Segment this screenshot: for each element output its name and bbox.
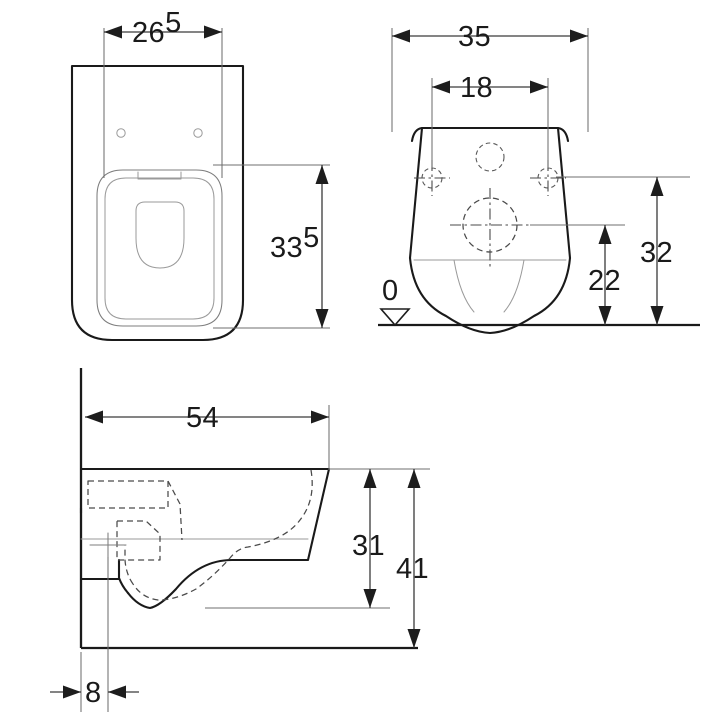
- front-bowl-underside-right: [503, 259, 525, 313]
- plan-width-dim-text: 265: [132, 7, 182, 49]
- front-top-right-corner: [556, 126, 570, 143]
- plan-width-arrow-right: [204, 25, 222, 39]
- side-total-arrow-top: [407, 469, 421, 488]
- plan-height-arrow-bottom: [315, 309, 329, 328]
- front-width-dim-text: 35: [458, 21, 491, 53]
- front-body-outline: [408, 126, 572, 335]
- front-bolt-arrow-left: [432, 80, 450, 94]
- plan-fixing-hole-right: [193, 128, 203, 138]
- side-total-arrow-bottom: [407, 629, 421, 648]
- side-depth-arrow-left: [85, 410, 103, 424]
- front-outlet-arrow-top: [598, 225, 612, 244]
- datum-triangle-icon: [379, 308, 411, 327]
- front-width-arrow-right: [570, 29, 588, 43]
- side-offset-arrow-right: [108, 685, 126, 699]
- front-outlet-dim-text: 22: [588, 265, 621, 297]
- front-total-arrow-top: [650, 177, 664, 196]
- plan-fixing-hole-left: [116, 128, 126, 138]
- side-total-dim-text: 41: [396, 553, 429, 585]
- side-depth-dim-text: 54: [186, 402, 219, 434]
- front-small-port-circle: [475, 142, 505, 172]
- side-bowl-arrow-bottom: [363, 589, 377, 608]
- side-pan-underside-left: [117, 558, 130, 595]
- plan-view: 265 335: [70, 7, 330, 342]
- front-total-dim-text: 32: [640, 237, 673, 269]
- front-bolt-dim-text: 18: [460, 72, 493, 104]
- side-depth-arrow-right: [311, 410, 329, 424]
- front-outlet-arrow-bottom: [598, 306, 612, 325]
- plan-seat-ring-inner: [104, 177, 215, 320]
- side-hidden-flush-duct: [167, 480, 183, 541]
- front-bowl-underside: [453, 259, 475, 313]
- side-hidden-outlet-box: [116, 520, 161, 561]
- plan-height-dim-text: 335: [270, 222, 320, 264]
- side-offset-dim-text: 8: [85, 677, 102, 709]
- side-offset-arrow-left: [63, 685, 81, 699]
- front-bolt-arrow-right: [530, 80, 548, 94]
- plan-width-arrow-left: [104, 25, 122, 39]
- side-bowl-arrow-top: [363, 469, 377, 488]
- side-view: 54 31 41 8: [50, 368, 430, 712]
- plan-seat-ring-outer: [96, 169, 223, 327]
- front-view: 0 35 18 22: [378, 21, 700, 335]
- side-bowl-dim-text: 31: [352, 530, 385, 562]
- plan-seat-hinge-notch: [137, 171, 182, 180]
- front-total-arrow-bottom: [650, 306, 664, 325]
- front-width-arrow-left: [392, 29, 410, 43]
- side-hidden-bowl-contour: [132, 469, 313, 601]
- plan-outer-body: [70, 64, 245, 342]
- plan-height-arrow-top: [315, 165, 329, 184]
- side-hidden-bowl-lower: [124, 545, 134, 585]
- side-pan-front-profile: [126, 467, 331, 610]
- datum-label: 0: [382, 275, 398, 307]
- front-top-left-corner: [410, 126, 424, 143]
- side-hidden-upper-box: [87, 480, 169, 509]
- plan-bowl-opening: [135, 201, 185, 269]
